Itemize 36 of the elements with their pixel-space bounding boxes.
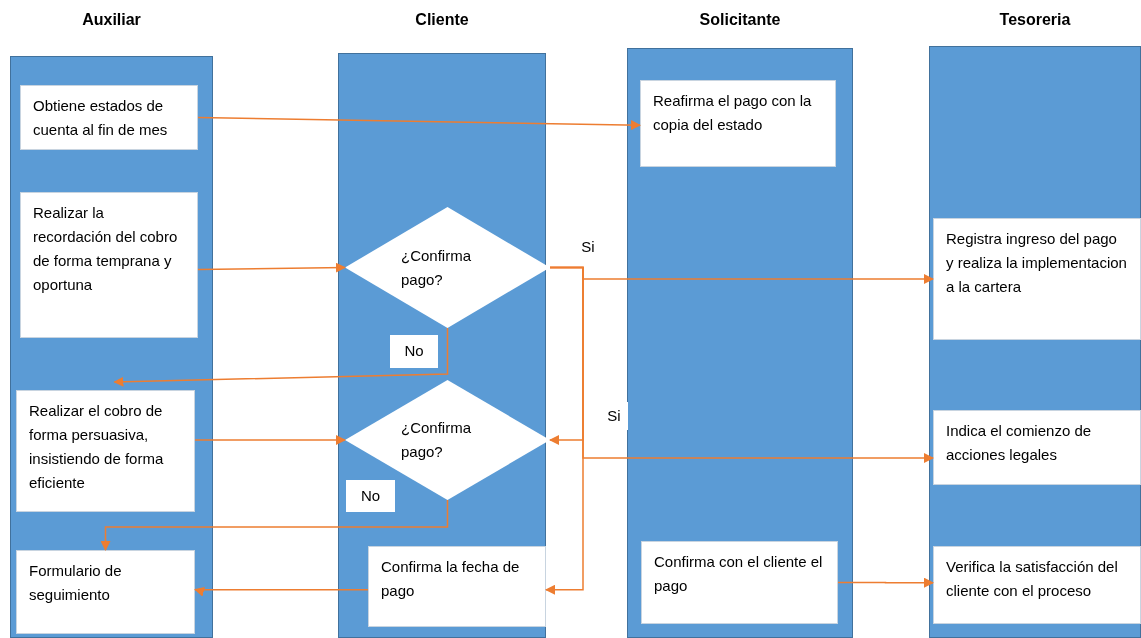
edge-label: No	[390, 335, 438, 368]
process-box	[640, 80, 836, 167]
lane-title: Cliente	[415, 10, 469, 30]
lane-title: Solicitante	[699, 10, 781, 30]
process-box	[16, 390, 195, 512]
process-box	[368, 546, 546, 627]
process-box	[933, 546, 1141, 624]
process-text: Indica el comienzo de acciones legales	[946, 421, 1093, 465]
process-box	[16, 550, 195, 634]
process-text: Formulario de seguimiento	[29, 561, 123, 605]
lane-title: Tesoreria	[999, 10, 1071, 30]
arrow	[194, 435, 346, 445]
process-text: Registra ingreso del pago y realiza la implementacion a la cartera	[946, 229, 1128, 297]
arrow	[113, 327, 449, 387]
decision-text: ¿Confirma pago?	[401, 418, 472, 462]
process-box	[20, 192, 198, 338]
lane-title: Auxiliar	[82, 10, 141, 30]
arrow	[194, 586, 369, 597]
edge-label: No	[346, 480, 395, 512]
process-text: Obtiene estados de cuenta al fin de mes	[33, 96, 169, 140]
arrow	[837, 577, 934, 588]
process-box	[641, 541, 838, 624]
process-text: Realizar el cobro de forma persuasiva, insistiendo de forma eficiente	[29, 401, 165, 493]
process-text: Confirma con el cliente el pago	[654, 552, 824, 596]
process-text: Confirma la fecha de pago	[381, 557, 521, 601]
process-text: Reafirma el pago con la copia del estado	[653, 91, 813, 135]
process-box	[933, 218, 1141, 340]
process-text: Realizar la recordación del cobro de forma temprana y oportuna	[33, 203, 179, 295]
arrow	[197, 262, 346, 273]
process-box	[933, 410, 1141, 485]
arrow	[545, 266, 584, 595]
arrow	[197, 116, 641, 131]
process-box	[20, 85, 198, 150]
decision-text: ¿Confirma pago?	[401, 245, 472, 290]
arrow	[100, 499, 449, 551]
process-text: Verifica la satisfacción del cliente con el proceso	[946, 557, 1119, 601]
